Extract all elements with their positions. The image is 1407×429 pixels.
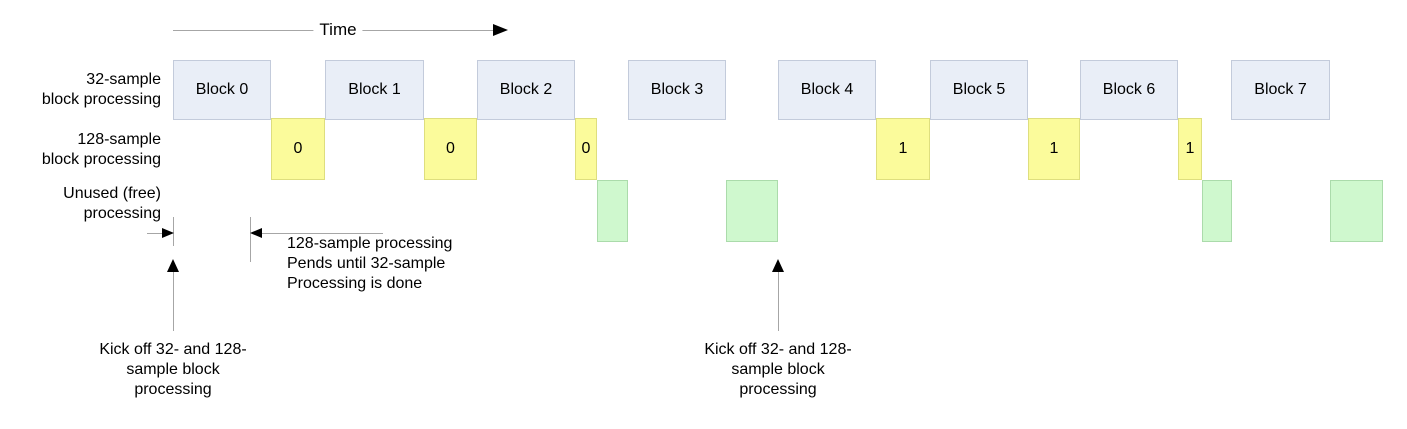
row-label-line: block processing [41,151,161,168]
pend-annotation: 128-sample processing Pends until 32-sam… [287,234,452,294]
kickoff-annotation-line: processing [739,381,817,398]
row-label-line: 32-sample [86,71,161,88]
block-32-5: Block 5 [930,60,1028,120]
pend-annotation-line: Processing is done [287,275,423,292]
block-32-7: Block 7 [1231,60,1330,120]
kickoff-annotation-line: sample block [126,361,220,378]
block-128-2: 0 [575,118,597,180]
kickoff-arrow-line [173,272,174,331]
kickoff-annotation-1: Kick off 32- and 128- sample block proce… [68,340,278,400]
block-32-3: Block 3 [628,60,726,120]
time-axis-arrowhead-icon [493,24,508,36]
row-label-line: 128-sample [77,131,161,148]
row-label-128-sample: 128-sample block processing [0,130,161,170]
row-label-line: block processing [41,91,161,108]
block-128-0: 0 [271,118,325,180]
pend-annotation-line: 128-sample processing [287,235,453,252]
kickoff-arrowhead-up-icon [167,259,179,272]
block-128-3: 1 [876,118,930,180]
block-128-1: 0 [424,118,477,180]
block-32-2: Block 2 [477,60,575,120]
kickoff-annotation-line: Kick off 32- and 128- [99,341,247,358]
dimension-arrowhead-right-icon [162,228,174,238]
kickoff-annotation-2: Kick off 32- and 128- sample block proce… [673,340,883,400]
block-32-0: Block 0 [173,60,271,120]
free-block-3 [1330,180,1383,242]
dimension-arrowhead-left-icon [250,228,262,238]
kickoff-annotation-line: processing [134,381,212,398]
row-label-line: processing [83,205,161,222]
kickoff-annotation-line: Kick off 32- and 128- [704,341,852,358]
time-axis-label: Time [313,20,363,40]
dimension-tick-pend [250,217,251,262]
block-32-6: Block 6 [1080,60,1178,120]
free-block-1 [726,180,778,242]
pend-annotation-line: Pends until 32-sample [287,255,446,272]
block-32-1: Block 1 [325,60,424,120]
kickoff-arrowhead-up-icon [772,259,784,272]
kickoff-annotation-line: sample block [731,361,825,378]
block-128-5: 1 [1178,118,1202,180]
free-block-2 [1202,180,1232,242]
dimension-leader-left [147,233,163,234]
row-label-unused: Unused (free) processing [0,184,161,224]
row-label-line: Unused (free) [63,185,161,202]
kickoff-arrow-line [778,272,779,331]
block-128-4: 1 [1028,118,1080,180]
row-label-32-sample: 32-sample block processing [0,70,161,110]
block-32-4: Block 4 [778,60,876,120]
dimension-leader-right [262,233,383,234]
free-block-0 [597,180,628,242]
